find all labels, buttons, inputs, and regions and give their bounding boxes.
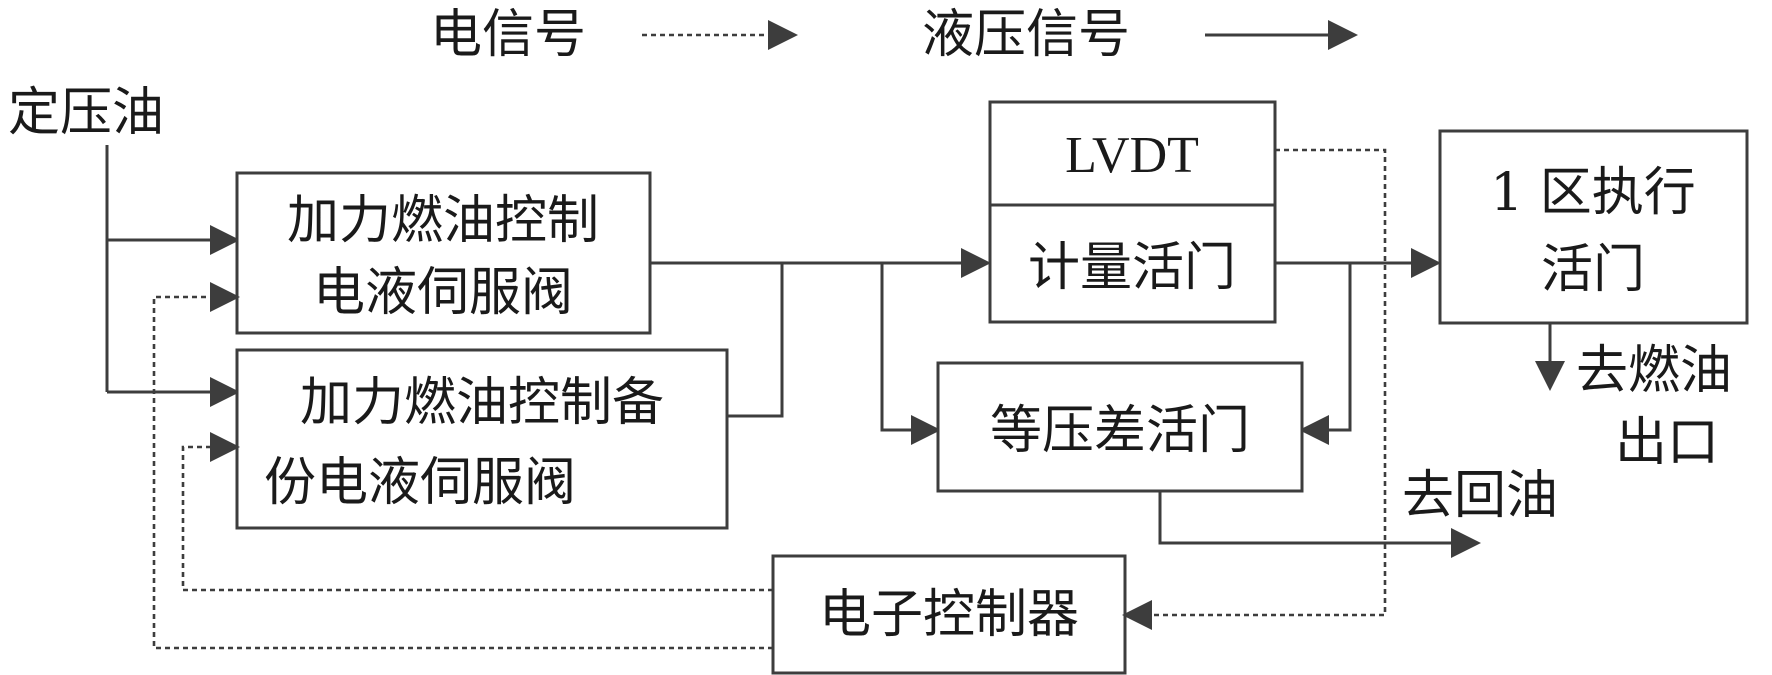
ecu-to-servo-signal	[152, 282, 773, 650]
branch-to-pressure-diff-valve	[880, 263, 941, 445]
zone1-actuator-valve-label-line2: 活门	[1541, 240, 1645, 300]
servo-valve-label-line1: 加力燃油控制	[287, 191, 599, 251]
zone1-actuator-valve-label-line1: 1 区执行	[1490, 163, 1696, 223]
metering-to-pressure-diff-feedback	[1299, 263, 1352, 445]
lvdt-feedback-signal-line	[1122, 148, 1387, 630]
legend-hydraulic-label: 液压信号	[922, 5, 1130, 65]
electronic-controller-box	[771, 554, 1127, 675]
servo-valve-label-line2: 电液伺服阀	[313, 263, 573, 323]
servo-valve-box	[235, 171, 652, 335]
lvdt-box	[988, 100, 1277, 207]
backup-servo-valve-label-line2: 份电液伺服阀	[264, 453, 576, 513]
legend-electric-label: 电信号	[430, 5, 586, 65]
electronic-controller-label: 电子控制器	[819, 585, 1079, 645]
pressure-diff-valve-box	[936, 361, 1304, 493]
ecu-to-backup-servo-signal	[181, 432, 773, 592]
backup-servo-output-line	[727, 263, 784, 418]
constant-pressure-oil-label: 定压油	[8, 83, 164, 143]
pressure-diff-to-return-line	[1158, 491, 1481, 558]
metering-valve-label: 计量活门	[1028, 238, 1236, 298]
to-fuel-outlet-label-line2: 出口	[1615, 413, 1719, 473]
backup-servo-valve-box	[235, 348, 729, 530]
metering-valve-box	[988, 203, 1277, 324]
zone1-actuator-valve-box	[1438, 129, 1749, 325]
pressure-diff-valve-label: 等压差活门	[990, 401, 1250, 461]
backup-servo-valve-label-line1: 加力燃油控制备	[300, 373, 664, 433]
to-fuel-outlet-label-line1: 去燃油	[1576, 341, 1732, 401]
lvdt-label: LVDT	[1065, 127, 1199, 184]
to-return-oil-label: 去回油	[1402, 466, 1558, 526]
